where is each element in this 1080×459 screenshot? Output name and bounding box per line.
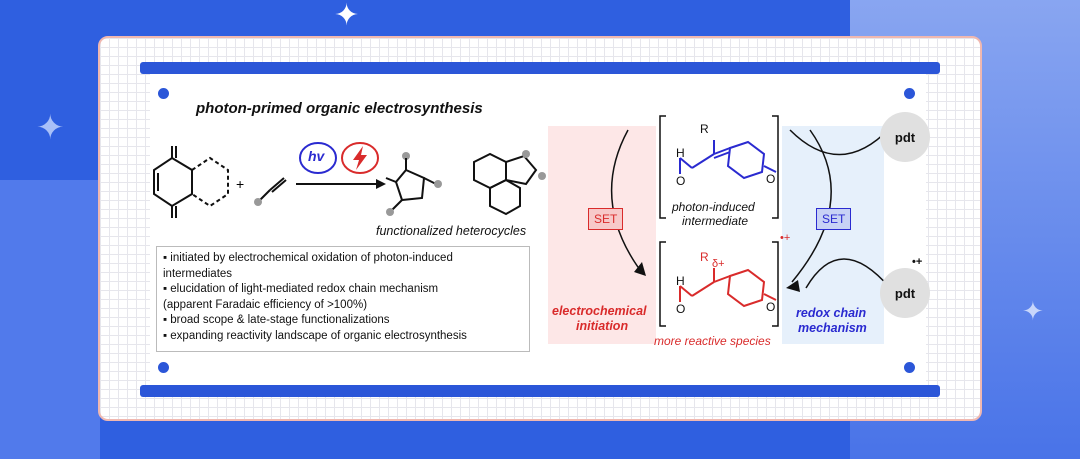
pdt-charge: •+ <box>912 256 923 268</box>
mechanism-label: mechanism <box>798 321 867 335</box>
corner-dot <box>902 360 917 375</box>
reactive-charge: •+ <box>780 232 791 244</box>
oxazole-structure <box>385 152 442 216</box>
reactive-h: H <box>676 274 685 288</box>
hv-light-icon <box>299 142 337 174</box>
bullet-line: ▪ broad scope & late-stage functionaliza… <box>163 314 390 326</box>
naphthoquinone-structure <box>153 146 229 218</box>
hv-label: hv <box>308 148 325 164</box>
intermediate-brackets <box>659 115 779 219</box>
product-radical-cation: pdt <box>880 268 930 318</box>
electricity-icon <box>341 142 379 174</box>
intermediate-o1: O <box>676 174 686 188</box>
bullet-line: intermediates <box>163 267 233 280</box>
bottom-bar <box>140 385 940 397</box>
intermediate-label-1: photon-induced <box>672 200 755 214</box>
reactive-o2: O <box>766 300 776 314</box>
set-label-right: SET <box>816 208 852 230</box>
corner-dot <box>902 86 917 101</box>
sparkle-icon: ✦ <box>36 109 65 147</box>
bullet-line: ▪ expanding reactivity landscape of orga… <box>163 329 467 342</box>
product-top: pdt <box>880 112 930 162</box>
intermediate-structure <box>679 140 777 180</box>
reactive-brackets <box>659 241 779 327</box>
top-bar <box>140 62 940 74</box>
reactive-label: more reactive species <box>654 334 771 348</box>
bg-light-block-left <box>0 180 100 459</box>
redox-chain-label: redox chain <box>796 306 867 320</box>
reactive-r: R <box>700 250 709 264</box>
electrochemical-label: electrochemical <box>552 304 647 318</box>
plus-sign: + <box>236 176 245 192</box>
intermediate-o2: O <box>766 172 776 186</box>
key-points-box: ▪ initiated by electrochemical oxidation… <box>156 246 530 352</box>
alkyne-structure <box>254 177 287 206</box>
redox-chain-panel <box>782 126 884 344</box>
set-label-left: SET <box>588 208 624 230</box>
sparkle-icon: ✦ <box>1022 296 1044 326</box>
bullet-line: ▪ elucidation of light-mediated redox ch… <box>163 283 439 295</box>
intermediate-h: H <box>676 146 685 160</box>
bullet-line: ▪ initiated by electrochemical oxidation… <box>163 252 453 264</box>
reactive-delta: δ+ <box>712 258 725 270</box>
electrochemical-panel <box>548 126 656 344</box>
reactive-structure <box>679 268 777 308</box>
sparkle-icon: ✦ <box>334 0 360 32</box>
reactive-o1: O <box>676 302 686 316</box>
corner-dot <box>156 360 171 375</box>
intermediate-label-2: intermediate <box>682 214 749 228</box>
naphthofuran-structure <box>473 150 546 216</box>
initiation-label: initiation <box>576 319 629 333</box>
reaction-arrow <box>296 179 386 189</box>
intermediate-r: R <box>700 122 709 136</box>
corner-dot <box>156 86 171 101</box>
bullet-line: (apparent Faradaic efficiency of >100%) <box>163 298 368 311</box>
products-label: functionalized heterocycles <box>376 224 527 238</box>
figure-title: photon-primed organic electrosynthesis <box>196 100 483 117</box>
